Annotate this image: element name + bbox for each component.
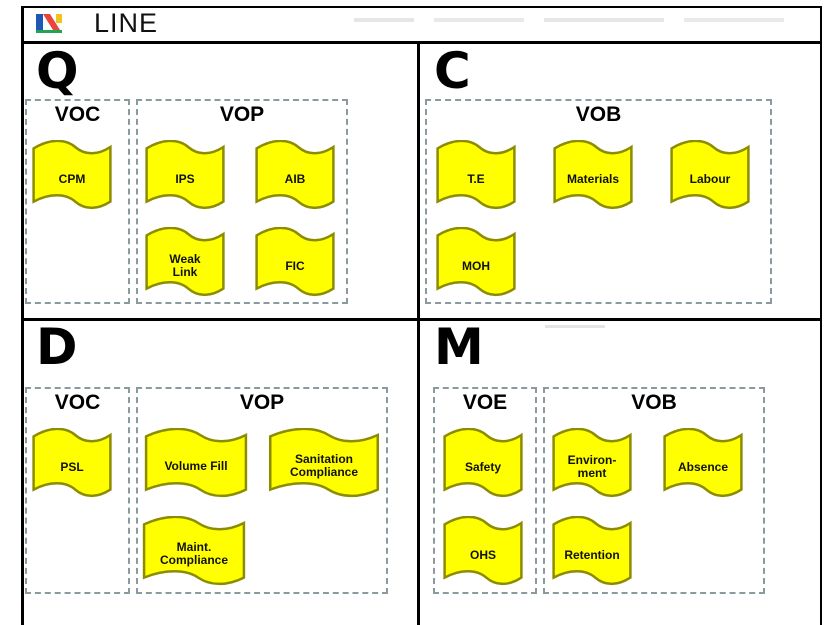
q-vop-item-label: Weak Link bbox=[169, 252, 201, 279]
q-vop-group bbox=[136, 99, 348, 304]
c-vob-item: T.E bbox=[436, 140, 516, 210]
quadrant-c-letter: C bbox=[434, 42, 471, 100]
middle-divider bbox=[21, 318, 821, 321]
q-voc-group bbox=[25, 99, 130, 304]
d-vop-item-label: Maint. Compliance bbox=[159, 540, 228, 567]
q-vop-item-label: IPS bbox=[175, 171, 195, 186]
c-vob-item-label: MOH bbox=[462, 258, 490, 273]
q-voc-label: VOC bbox=[54, 103, 101, 126]
c-vob-item-label: Materials bbox=[566, 171, 620, 186]
m-voe-group bbox=[433, 387, 537, 594]
d-vop-group bbox=[136, 387, 388, 594]
frame-top-border bbox=[21, 6, 821, 8]
d-voc-label: VOC bbox=[54, 391, 101, 414]
frame-right-border bbox=[820, 6, 822, 625]
quadrant-q-letter: Q bbox=[36, 42, 79, 100]
m-vob-item: Environ- ment bbox=[552, 428, 632, 498]
d-voc-item: PSL bbox=[32, 428, 112, 498]
m-voe-label: VOE bbox=[462, 391, 508, 414]
m-vob-item-label: Environ- ment bbox=[567, 453, 617, 480]
d-vop-label: VOP bbox=[239, 391, 285, 414]
m-voe-item-label: Safety bbox=[464, 459, 502, 474]
c-vob-group bbox=[425, 99, 772, 304]
m-vob-item-label: Retention bbox=[564, 547, 620, 562]
d-vop-item-label: Volume Fill bbox=[164, 458, 228, 473]
c-vob-item: Materials bbox=[553, 140, 633, 210]
q-vop-item: FIC bbox=[255, 227, 335, 297]
quadrant-d-letter: D bbox=[36, 318, 78, 376]
m-voe-item-label: OHS bbox=[469, 547, 496, 562]
d-vop-item-label: Sanitation Compliance bbox=[289, 452, 358, 479]
c-vob-item: Labour bbox=[670, 140, 750, 210]
m-vob-item-label: Absence bbox=[677, 459, 729, 474]
m-vob-label: VOB bbox=[631, 391, 677, 414]
header-bar: LINE bbox=[24, 8, 820, 42]
frame-left-border bbox=[21, 6, 24, 625]
m-vob-item: Retention bbox=[552, 516, 632, 586]
line-title: LINE bbox=[94, 8, 159, 38]
c-vob-item-label: T.E bbox=[467, 171, 485, 186]
m-vob-group bbox=[543, 387, 765, 594]
faded-banner-graphic bbox=[354, 18, 784, 22]
center-divider bbox=[417, 42, 420, 625]
q-voc-item-label: CPM bbox=[58, 171, 86, 186]
q-vop-label: VOP bbox=[219, 103, 265, 126]
quadrant-m-letter: M bbox=[434, 318, 484, 376]
d-vop-item: Volume Fill bbox=[144, 428, 248, 498]
d-vop-item: Maint. Compliance bbox=[142, 516, 246, 586]
m-voe-item: OHS bbox=[443, 516, 523, 586]
header-divider bbox=[21, 41, 821, 44]
c-vob-item: MOH bbox=[436, 227, 516, 297]
q-vop-item: Weak Link bbox=[145, 227, 225, 297]
company-logo-icon bbox=[36, 14, 62, 33]
c-vob-label: VOB bbox=[575, 103, 622, 126]
faded-mark-graphic bbox=[545, 325, 605, 328]
d-voc-group bbox=[25, 387, 130, 594]
q-vop-item: IPS bbox=[145, 140, 225, 210]
q-vop-item: AIB bbox=[255, 140, 335, 210]
q-vop-item-label: FIC bbox=[285, 258, 305, 273]
d-vop-item: Sanitation Compliance bbox=[268, 428, 380, 498]
c-vob-item-label: Labour bbox=[689, 171, 731, 186]
m-vob-item: Absence bbox=[663, 428, 743, 498]
d-voc-item-label: PSL bbox=[60, 459, 84, 474]
q-vop-item-label: AIB bbox=[284, 171, 306, 186]
m-voe-item: Safety bbox=[443, 428, 523, 498]
q-voc-item: CPM bbox=[32, 140, 112, 210]
